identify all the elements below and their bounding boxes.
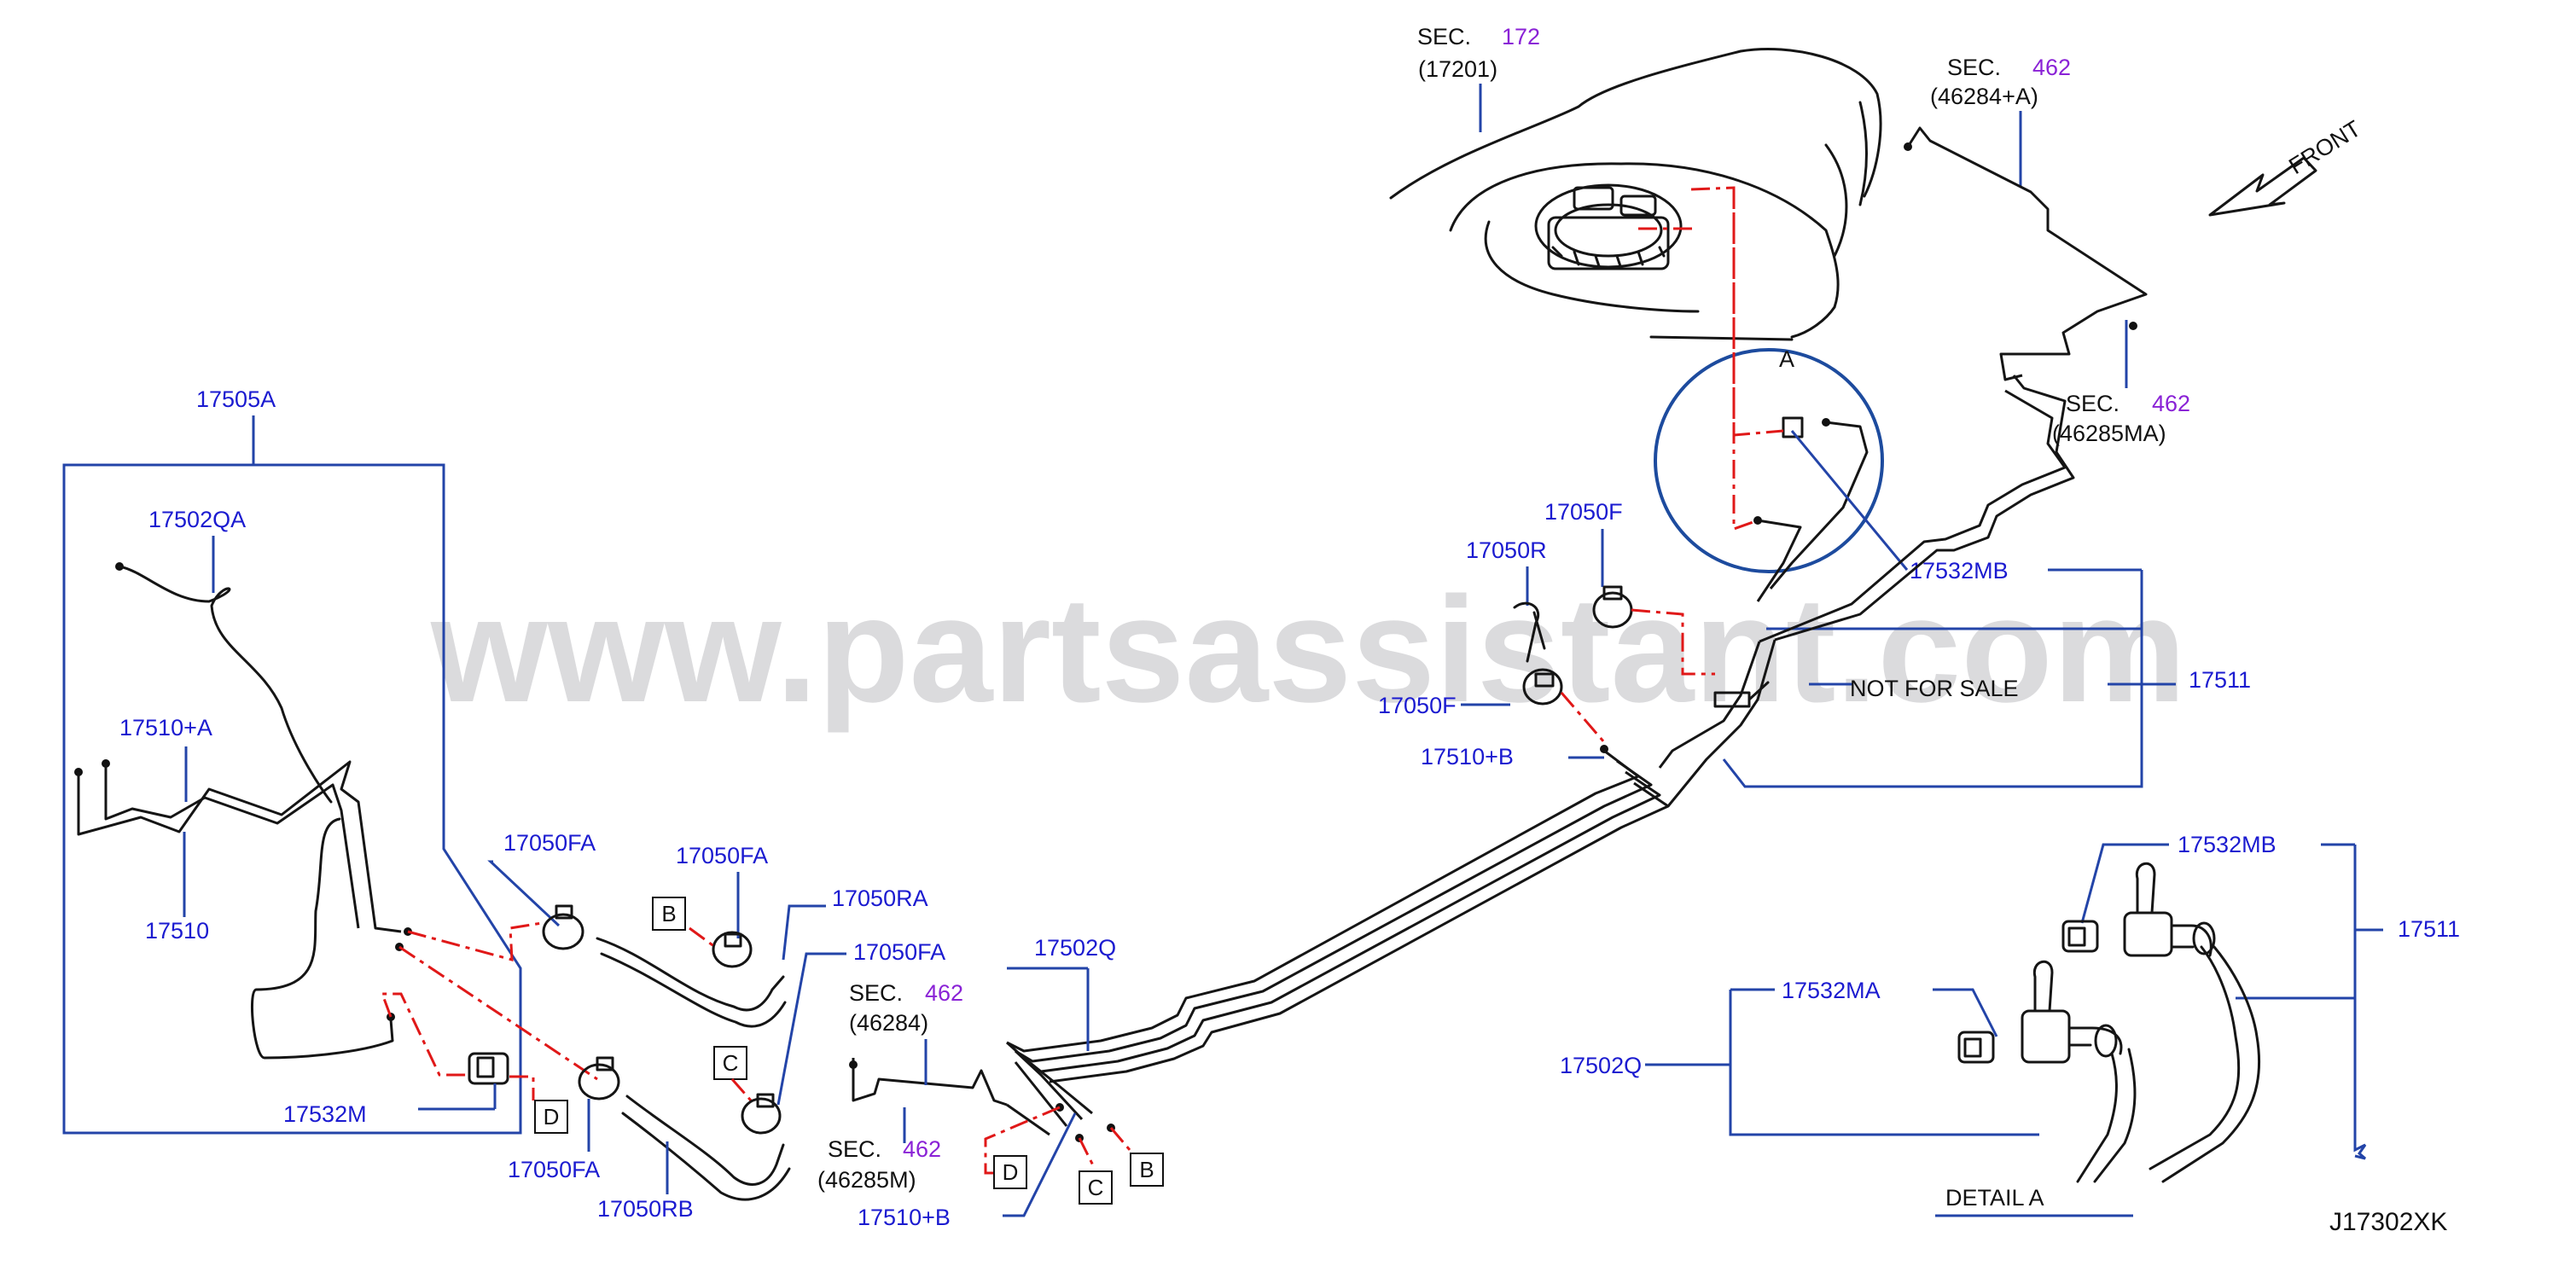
section-reference-text: SEC. <box>849 980 903 1006</box>
connection-box-letter: C <box>1088 1175 1104 1200</box>
section-reference-text: (46284) <box>849 1010 928 1036</box>
left-clamp-hose-group: 17050FA 17050FA B 17050RA 17050FA C 1705… <box>398 830 945 1222</box>
section-reference-text: (46285M) <box>817 1167 916 1193</box>
box-letter-group-lower: D C B <box>993 1153 1164 1205</box>
part-number-label: 17532MB <box>2178 832 2277 857</box>
part-number-label: 17050FA <box>503 830 596 856</box>
section-reference-text: 462 <box>2032 55 2071 80</box>
part-number-label: 17505A <box>196 386 276 412</box>
section-ref-462-46284a: SEC. 462 (46284+A) <box>1930 55 2071 188</box>
detail-a-view: 17532MB 17511 17532MA 17502Q DETAIL A <box>1560 832 2460 1217</box>
section-reference-text: 462 <box>925 980 963 1006</box>
detail-a-caption: DETAIL A <box>1945 1185 2044 1211</box>
section-reference-text: SEC. <box>1417 24 1471 49</box>
part-number-label: 17050RA <box>832 886 928 911</box>
not-for-sale-note: NOT FOR SALE <box>1850 676 2019 701</box>
part-number-label: 17502Q <box>1560 1053 1642 1078</box>
fuel-tank <box>1389 48 1882 341</box>
detail-a-callout: A <box>1638 186 1884 602</box>
main-pipe-bundle <box>1006 375 2075 1083</box>
watermark: www.partsassistant.com <box>430 566 2186 734</box>
leader-17502Q-center: 17502Q <box>1007 935 1116 1051</box>
leader-17510B-lower: 17510+B <box>858 1112 1077 1230</box>
part-number-label: 17050FA <box>508 1157 600 1182</box>
section-reference-text: (46284+A) <box>1930 84 2038 109</box>
part-17532M-clip: 17532M <box>283 992 535 1127</box>
part-number-label: 17532MB <box>1910 558 2009 584</box>
connection-box-letter: B <box>1139 1157 1154 1182</box>
part-number-label: 17511 <box>2189 667 2251 693</box>
part-number-label: 17050FA <box>676 843 768 868</box>
section-reference-text: SEC. <box>1947 55 2001 80</box>
section-reference-text: SEC. <box>2066 391 2120 416</box>
connection-box-letter: D <box>1003 1159 1019 1185</box>
drawing-code: J17302XK <box>2329 1208 2447 1236</box>
section-ref-462-46285m: SEC. 462 (46285M) <box>817 1107 941 1193</box>
upper-right-lines <box>1904 126 2148 381</box>
leader-17532MB-upper: 17532MB <box>1790 430 2142 584</box>
section-ref-462-46285ma: SEC. 462 (46285MA) <box>2052 320 2190 446</box>
assembly-box-17505A: 17505A <box>62 386 522 1135</box>
part-number-label: 17510+B <box>1421 744 1514 769</box>
section-ref-462-46284: SEC. 462 (46284) <box>849 980 963 1085</box>
part-number-label: 17502Q <box>1034 935 1116 961</box>
part-number-label: 17050FA <box>853 939 945 965</box>
part-number-label: 17050F <box>1544 499 1623 525</box>
part-number-label: 17050R <box>1466 537 1547 563</box>
part-number-label: 17510 <box>145 918 209 944</box>
part-number-label: 17510+A <box>119 715 212 740</box>
part-number-label: 17050RB <box>597 1196 694 1222</box>
section-reference-text: 172 <box>1502 24 1540 49</box>
part-number-label: 17511 <box>2398 916 2460 942</box>
part-number-label: 17532M <box>283 1101 367 1127</box>
part-number-label: 17510+B <box>858 1205 951 1230</box>
lower-center-pipes <box>849 1041 1137 1175</box>
part-number-label: 17502QA <box>148 507 246 532</box>
part-17510-pipe: 17510+A 17510 <box>74 715 412 951</box>
front-label: FRONT <box>2284 115 2365 179</box>
section-ref-172: SEC. 172 (17201) <box>1417 24 1540 132</box>
section-reference-text: 462 <box>903 1136 941 1162</box>
clamp-hose-group-right: 17050F 17050R 17050F 17510+B <box>1378 499 1770 769</box>
connection-box-letter: D <box>544 1104 560 1130</box>
section-reference-text: 462 <box>2152 391 2190 416</box>
front-direction-arrow: FRONT <box>2208 115 2365 217</box>
part-17502QA-hose: 17502QA <box>115 507 395 1060</box>
bracket-17511-upper: NOT FOR SALE 17511 <box>1722 570 2251 788</box>
connection-box-letter: C <box>723 1050 739 1076</box>
part-number-label: 17050F <box>1378 693 1457 718</box>
section-reference-text: SEC. <box>828 1136 881 1162</box>
section-reference-text: (17201) <box>1418 56 1497 82</box>
detail-circle-letter: A <box>1779 346 1794 372</box>
connection-box-letter: B <box>661 901 676 926</box>
part-number-label: 17532MA <box>1782 978 1881 1003</box>
section-reference-text: (46285MA) <box>2052 421 2166 446</box>
